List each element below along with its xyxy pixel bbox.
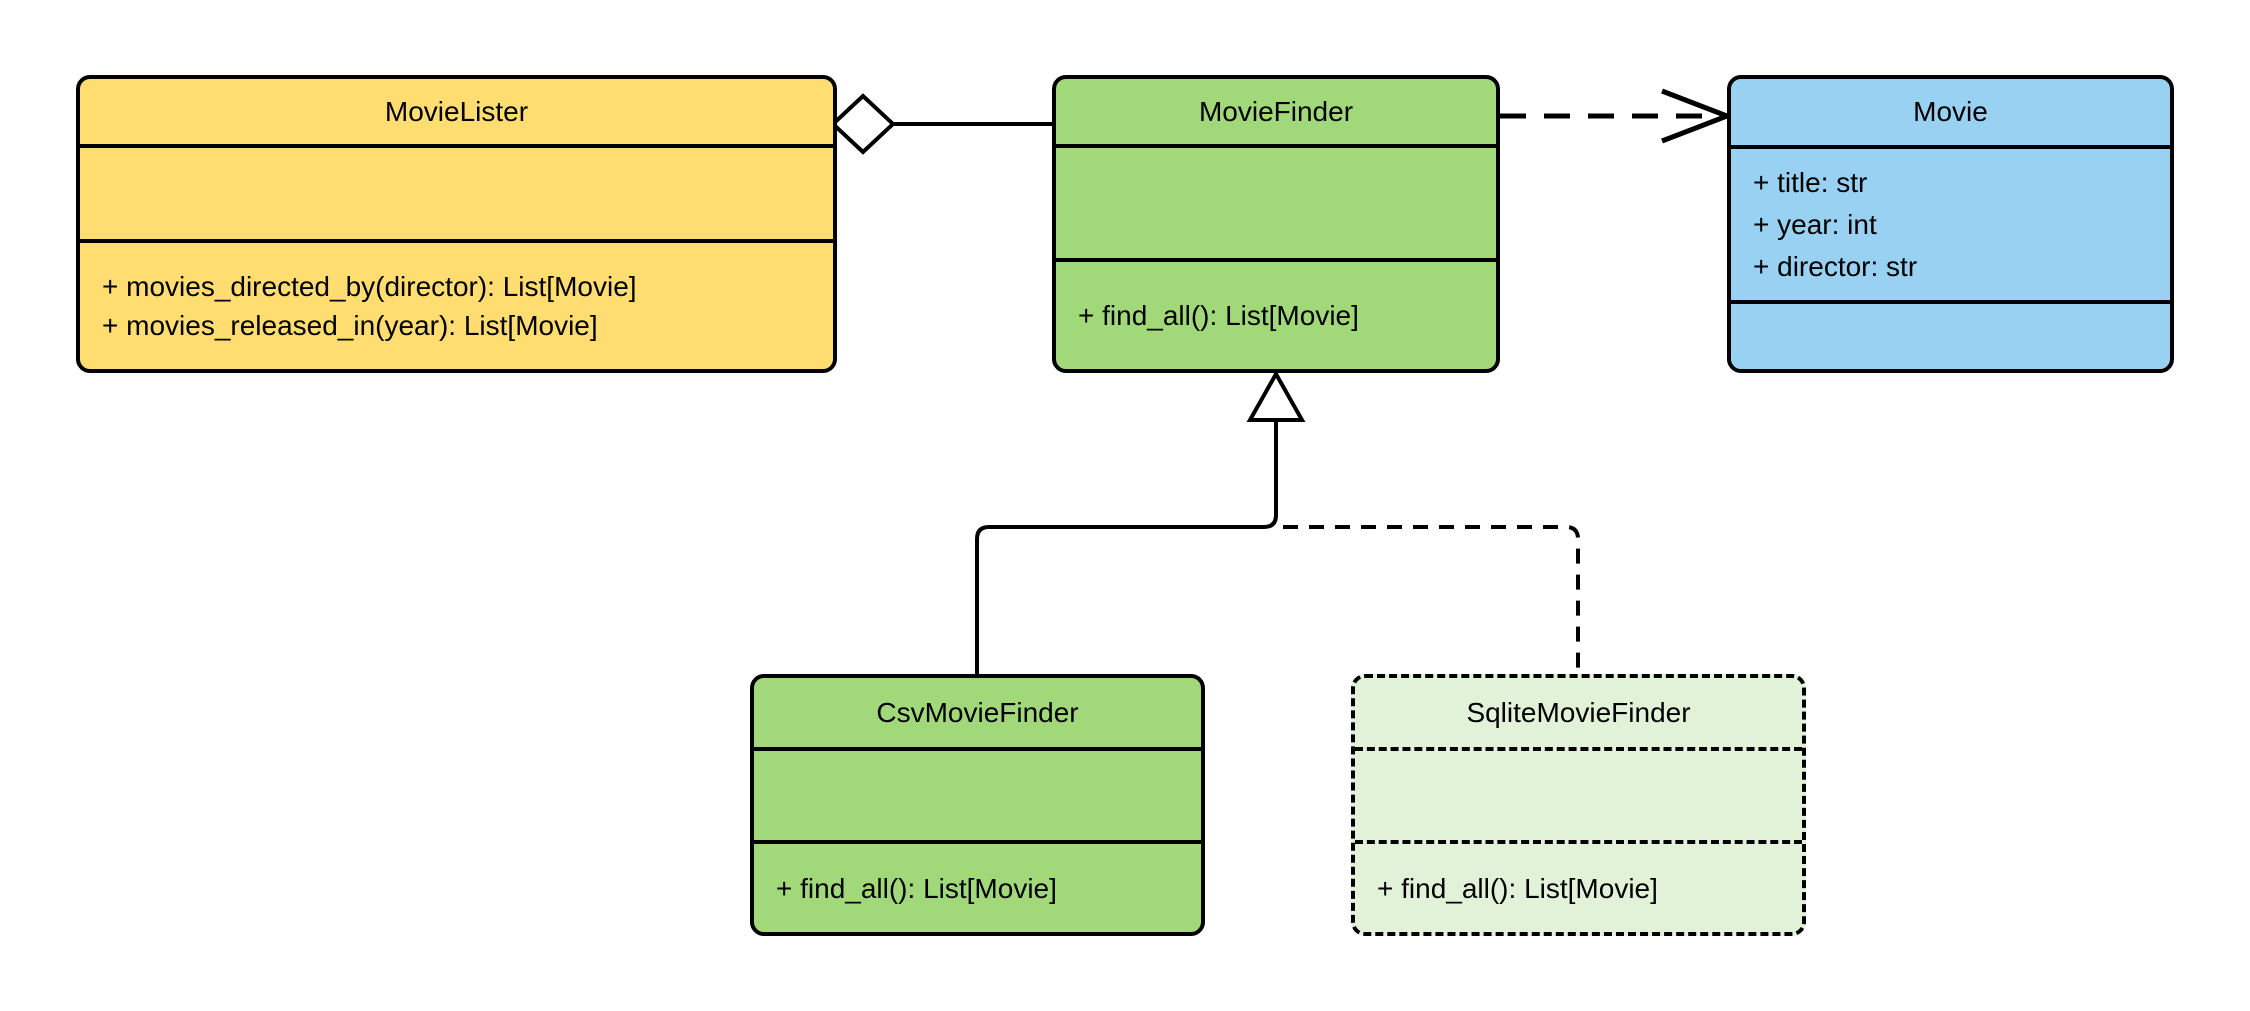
attribute-text: + title: str: [1753, 166, 1868, 198]
generalization-triangle: [1246, 369, 1306, 422]
attributes-compartment: [754, 747, 1201, 840]
attribute-text: + year: int: [1753, 208, 1877, 240]
attributes-compartment: [1355, 747, 1802, 840]
method-text: + movies_directed_by(director): List[Mov…: [102, 271, 637, 302]
dependency-arrowhead: [1661, 88, 1734, 144]
class-title: MovieFinder: [1198, 95, 1354, 127]
methods-compartment: + find_all(): List[Movie]: [1355, 840, 1802, 932]
methods-compartment: + find_all(): List[Movie]: [754, 840, 1201, 932]
method-text: + movies_released_in(year): List[Movie]: [102, 310, 598, 341]
class-box-movielister: MovieLister + movies_directed_by(directo…: [76, 75, 837, 373]
methods-compartment: [1731, 300, 2170, 369]
attribute-text: + director: str: [1753, 250, 1918, 282]
methods-compartment: + movies_directed_by(director): List[Mov…: [80, 239, 833, 369]
class-title: SqliteMovieFinder: [1466, 696, 1691, 728]
class-box-movie: Movie + title: str + year: int + directo…: [1727, 75, 2174, 373]
class-box-moviefinder: MovieFinder + find_all(): List[Movie]: [1052, 75, 1500, 373]
class-box-csvmoviefinder: CsvMovieFinder + find_all(): List[Movie]: [750, 674, 1205, 936]
class-title: Movie: [1913, 96, 1988, 127]
class-title: MovieLister: [384, 95, 529, 127]
attributes-compartment: [1056, 144, 1496, 258]
method-text: + find_all(): List[Movie]: [1078, 300, 1359, 331]
methods-compartment: + find_all(): List[Movie]: [1056, 258, 1496, 369]
class-title: CsvMovieFinder: [876, 696, 1079, 728]
generalization-line-dashed: [1283, 525, 1580, 674]
method-text: + find_all(): List[Movie]: [776, 872, 1057, 904]
class-box-sqlitemoviefinder: SqliteMovieFinder + find_all(): List[Mov…: [1351, 674, 1806, 936]
generalization-line-solid: [975, 420, 1278, 674]
attributes-compartment: + title: str + year: int + director: str: [1731, 145, 2170, 300]
attributes-compartment: [80, 144, 833, 239]
method-text: + find_all(): List[Movie]: [1377, 872, 1658, 904]
aggregation-diamond: [830, 93, 896, 155]
